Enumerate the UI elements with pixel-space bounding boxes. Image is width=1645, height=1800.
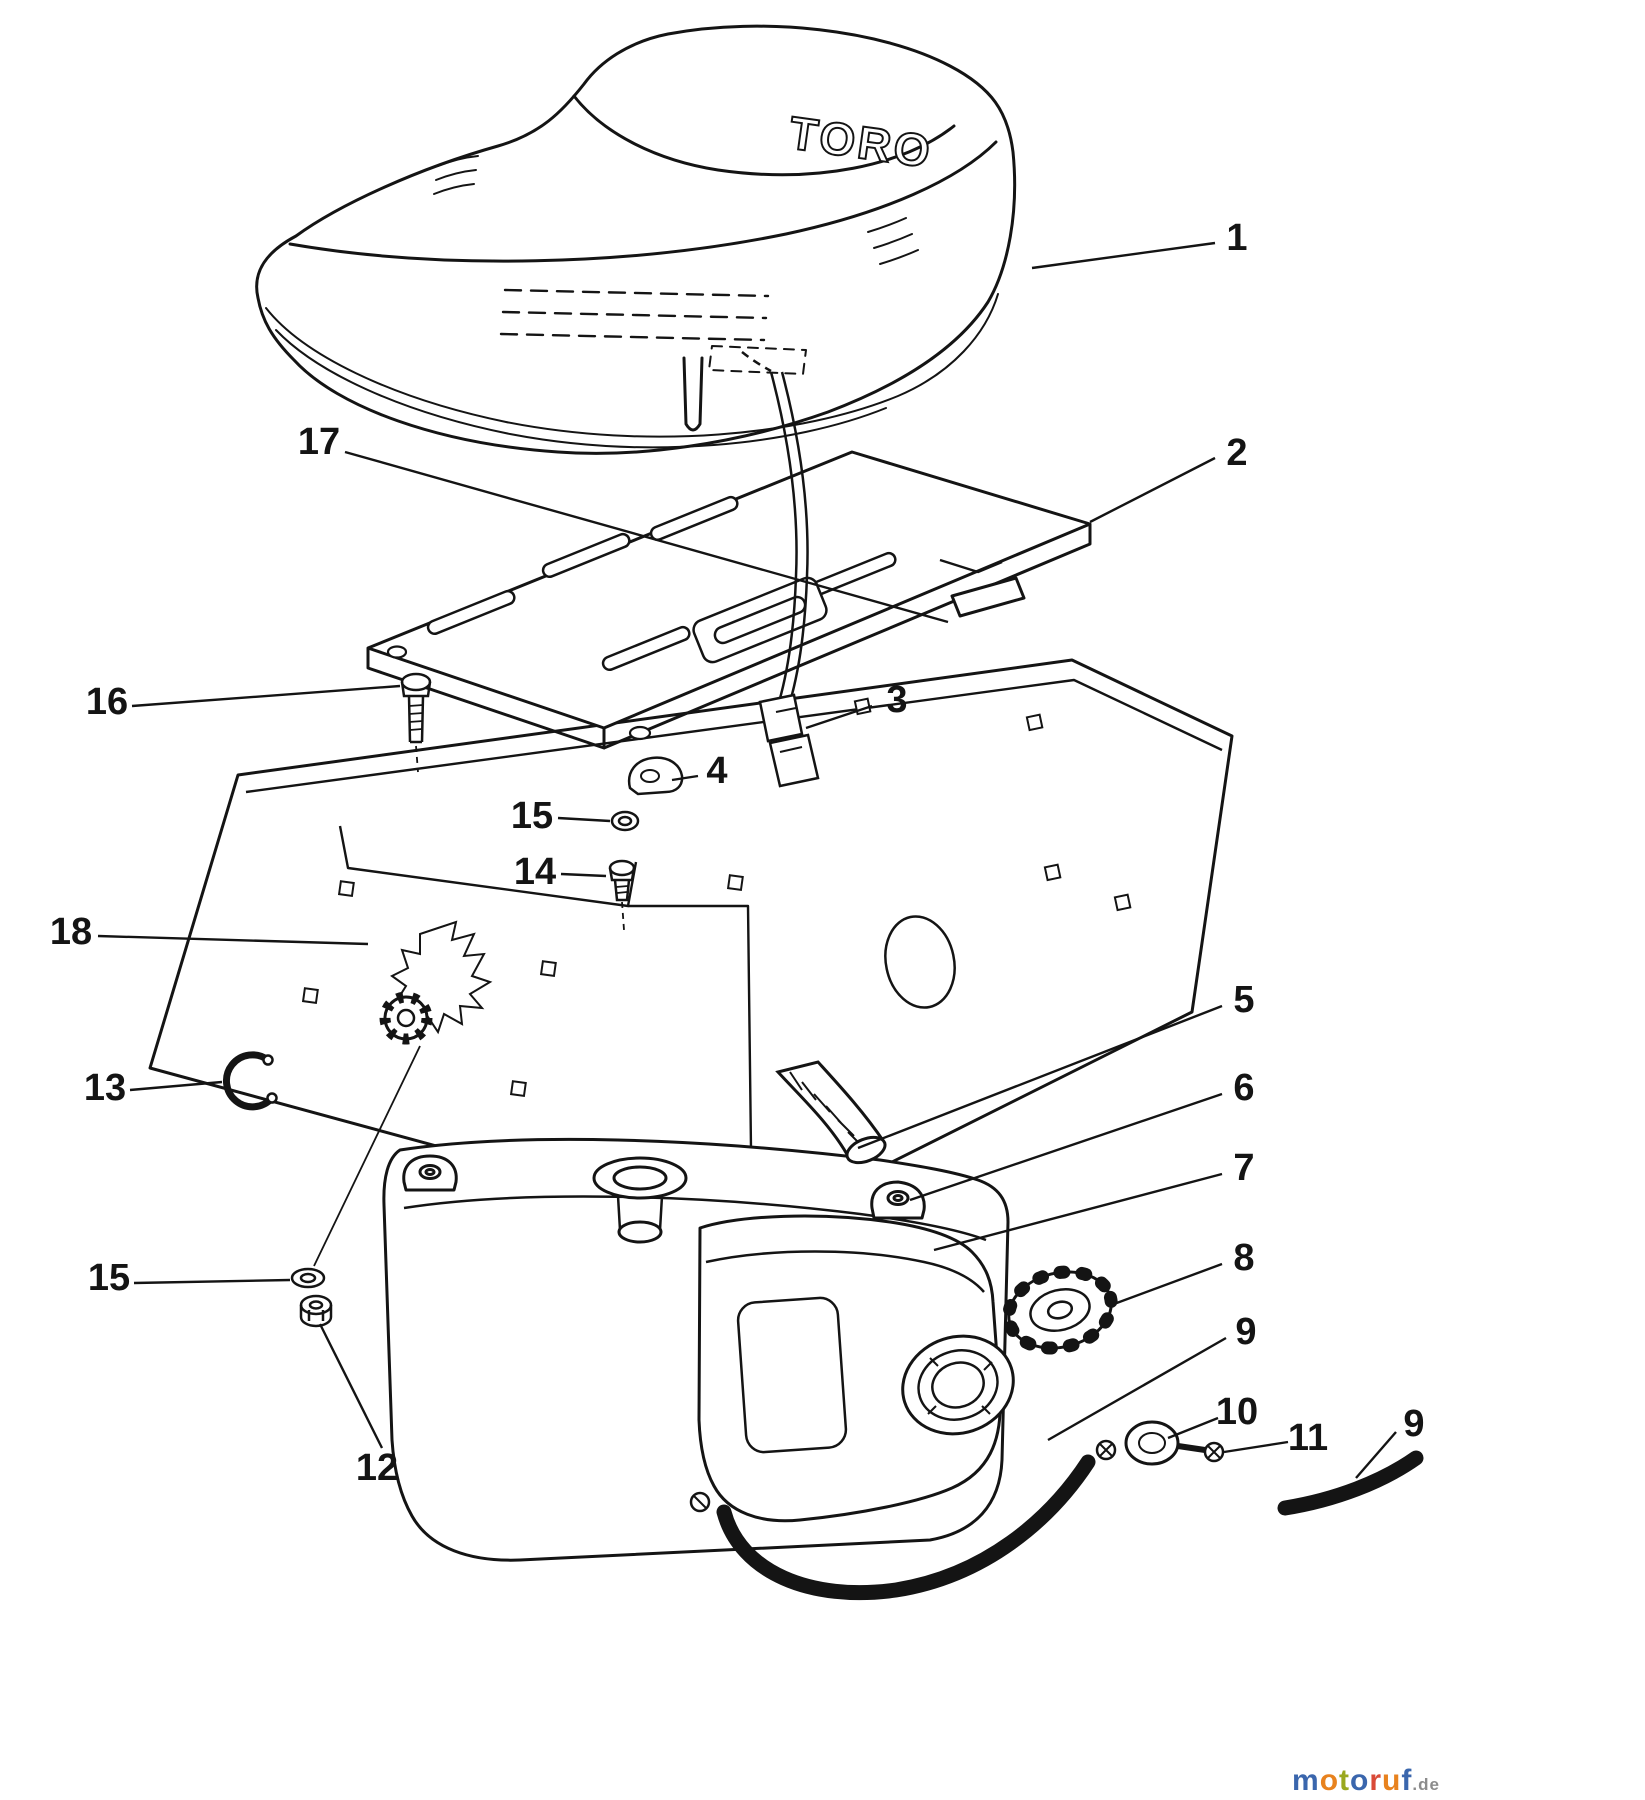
seat-plate [366, 450, 1092, 750]
fuel-filter-10 [1124, 1420, 1180, 1466]
callout-11: 11 [1288, 1417, 1328, 1459]
watermark-letter: o [1320, 1764, 1339, 1797]
callout-4: 4 [706, 750, 727, 792]
clamp-4 [627, 756, 684, 796]
seat-switch-wire [741, 351, 820, 788]
mount-axis-line [313, 1045, 421, 1267]
connector-3 [758, 693, 804, 743]
callout-9b: 9 [1403, 1403, 1424, 1445]
fuel-hose-right-9 [1277, 1450, 1424, 1516]
callouts: 1 2 3 4 15 14 16 17 18 13 5 6 7 8 15 12 … [50, 217, 1425, 1489]
panel-outline [148, 658, 1234, 1234]
leader-lines [97, 241, 1397, 1479]
callout-12: 12 [356, 1447, 398, 1489]
callout-9a: 9 [1235, 1311, 1256, 1353]
watermark-letter: m [1292, 1764, 1320, 1797]
callout-13: 13 [84, 1067, 126, 1109]
washer-15b [290, 1267, 326, 1289]
watermark-letter: o [1350, 1764, 1369, 1797]
callout-1: 1 [1226, 217, 1247, 259]
watermark-suffix: .de [1412, 1775, 1440, 1794]
seat-assembly [255, 24, 1017, 455]
fill-hose-5 [775, 1060, 887, 1165]
fuel-cap-8 [1002, 1265, 1118, 1355]
callout-15b: 15 [88, 1257, 130, 1299]
screw-14 [608, 859, 636, 931]
callout-10: 10 [1216, 1391, 1258, 1433]
fuel-line-assembly [689, 1420, 1424, 1601]
callout-8: 8 [1233, 1237, 1254, 1279]
watermark-letter: u [1382, 1764, 1401, 1797]
callout-15a: 15 [511, 795, 553, 837]
callout-7: 7 [1233, 1147, 1254, 1189]
fuel-tank-front-7 [697, 1214, 1002, 1523]
callout-6: 6 [1233, 1067, 1254, 1109]
callout-16: 16 [86, 681, 128, 723]
callout-18: 18 [50, 911, 92, 953]
callout-5: 5 [1233, 979, 1254, 1021]
callout-17: 17 [298, 421, 340, 463]
snap-ring-13 [222, 1051, 278, 1111]
watermark-letter: r [1369, 1764, 1382, 1797]
adjuster-knob-gear [379, 991, 433, 1045]
panel-oval-hole [884, 915, 956, 1009]
panel-holes [301, 697, 1132, 1098]
callout-3: 3 [886, 679, 907, 721]
filler-neck [901, 1334, 1015, 1436]
watermark-letter: f [1401, 1764, 1412, 1797]
plate-slots [426, 495, 897, 672]
nut-12 [299, 1294, 333, 1328]
watermark-logo: motoruf.de [1292, 1764, 1440, 1797]
callout-14: 14 [514, 851, 556, 893]
seat-outline [255, 24, 1017, 455]
washer-15a [610, 810, 640, 832]
callout-2: 2 [1226, 432, 1247, 474]
front-tank-outline [697, 1214, 1002, 1523]
fuel-hose-main [716, 1454, 1096, 1601]
bolt-16 [400, 672, 432, 773]
body-panel [148, 658, 1234, 1234]
watermark-letter: t [1339, 1764, 1350, 1797]
